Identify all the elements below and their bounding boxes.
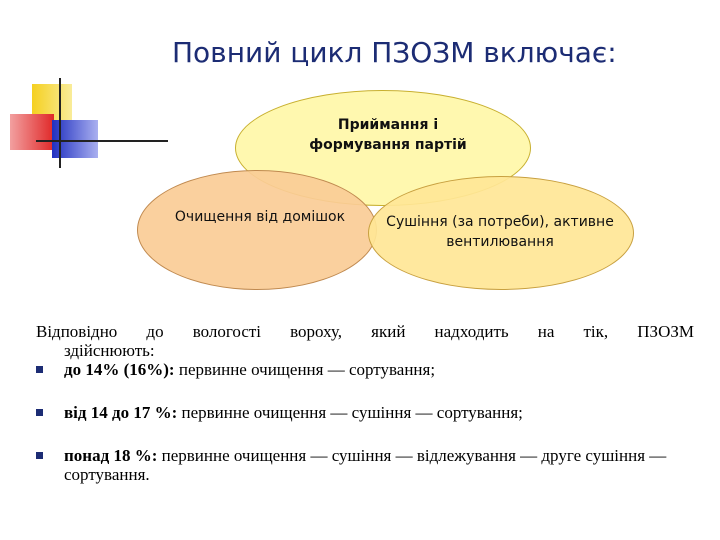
list-item: від 14 до 17 %: первинне очищення — суші… xyxy=(36,403,694,422)
square-bullet-icon xyxy=(36,366,43,373)
list-item: до 14% (16%): первинне очищення — сортув… xyxy=(36,360,694,379)
intro-line: Відповідно до вологості вороху, який над… xyxy=(36,322,694,341)
list-item: понад 18 %: первинне очищення — сушіння … xyxy=(36,446,694,484)
ellipse-cleaning xyxy=(137,170,377,290)
moisture-range: понад 18 %: xyxy=(64,446,157,465)
moisture-range: від 14 до 17 %: xyxy=(64,403,177,422)
ellipse-drying-label: Сушіння (за потреби), активне вентилюван… xyxy=(385,212,615,252)
slide-title: Повний цикл ПЗОЗМ включає: xyxy=(172,36,617,69)
square-bullet-icon xyxy=(36,409,43,416)
moisture-range: до 14% (16%): xyxy=(64,360,175,379)
ellipse-receiving-label: Приймання і формування партій xyxy=(300,115,476,155)
decorative-squares-logo xyxy=(8,78,168,168)
square-bullet-icon xyxy=(36,452,43,459)
process-steps: первинне очищення — сортування; xyxy=(175,360,435,379)
intro-continuation: здійснюють: xyxy=(36,341,694,360)
body-text: Відповідно до вологості вороху, який над… xyxy=(36,322,694,484)
ellipse-cleaning-label: Очищення від домішок xyxy=(160,207,360,227)
process-steps: первинне очищення — сушіння — сортування… xyxy=(177,403,523,422)
